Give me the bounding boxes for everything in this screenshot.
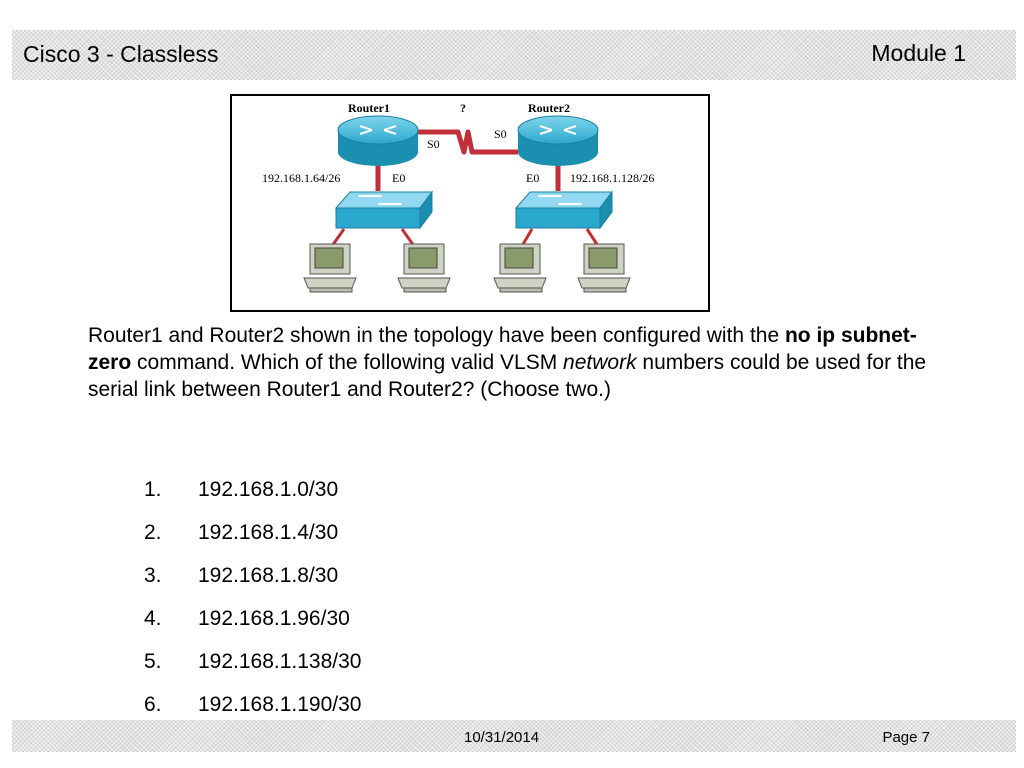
serial-link bbox=[414, 129, 518, 155]
router1-ethernet-label: E0 bbox=[392, 171, 405, 185]
pc-cable bbox=[520, 228, 534, 247]
router1-lan-label: 192.168.1.64/26 bbox=[262, 171, 340, 185]
switch1-icon bbox=[334, 190, 433, 230]
pc-cable bbox=[330, 228, 346, 247]
option-text: 192.168.1.190/30 bbox=[198, 693, 362, 716]
question-part: command. Which of the following valid VL… bbox=[131, 351, 564, 374]
router1-icon bbox=[337, 115, 419, 166]
answer-option[interactable]: 1. 192.168.1.0/30 bbox=[144, 475, 362, 518]
answer-option[interactable]: 4. 192.168.1.96/30 bbox=[144, 604, 362, 647]
pc-icon bbox=[397, 243, 451, 293]
answer-option[interactable]: 3. 192.168.1.8/30 bbox=[144, 561, 362, 604]
footer-date: 10/31/2014 bbox=[464, 729, 540, 746]
option-text: 192.168.1.8/30 bbox=[198, 564, 339, 587]
command-text: no ip subnet-zero bbox=[88, 324, 917, 374]
option-number: 6. bbox=[144, 693, 162, 716]
topology-svg: Router1 ? Router2 S0 S0 192.168.1.64/26 … bbox=[262, 101, 654, 293]
answer-options: 1. 192.168.1.0/30 2. 192.168.1.4/30 3. 192.… bbox=[144, 475, 362, 733]
header-bar: Cisco 3 - Classless Module 1 bbox=[12, 30, 1016, 80]
answer-option[interactable]: 2. 192.168.1.4/30 bbox=[144, 518, 362, 561]
option-text: 192.168.1.4/30 bbox=[198, 521, 339, 544]
router2-ethernet-label: E0 bbox=[526, 171, 539, 185]
network-topology-diagram: Router1 ? Router2 S0 S0 192.168.1.64/26 … bbox=[230, 94, 710, 312]
router2-icon bbox=[517, 115, 599, 166]
page-number: Page 7 bbox=[882, 729, 930, 746]
link-question-label: ? bbox=[460, 101, 466, 115]
option-text: 192.168.1.0/30 bbox=[198, 478, 339, 501]
option-number: 3. bbox=[144, 564, 162, 587]
router2-label: Router2 bbox=[528, 101, 570, 115]
option-number: 2. bbox=[144, 521, 162, 544]
footer-bar: 10/31/2014 Page 7 bbox=[12, 720, 1016, 752]
module-label: Module 1 bbox=[871, 40, 966, 66]
router2-lan-label: 192.168.1.128/26 bbox=[570, 171, 654, 185]
pc-icon bbox=[577, 243, 631, 293]
pc-cable bbox=[400, 228, 416, 247]
pc-icon bbox=[493, 243, 547, 293]
option-number: 5. bbox=[144, 650, 162, 673]
answer-option[interactable]: 6. 192.168.1.190/30 bbox=[144, 690, 362, 733]
option-text: 192.168.1.138/30 bbox=[198, 650, 362, 673]
question-part: numbers could be used for the serial lin… bbox=[88, 351, 927, 401]
option-number: 4. bbox=[144, 607, 162, 630]
answer-option[interactable]: 5. 192.168.1.138/30 bbox=[144, 647, 362, 690]
router1-label: Router1 bbox=[348, 101, 390, 115]
pc-cable bbox=[585, 228, 600, 247]
option-text: 192.168.1.96/30 bbox=[198, 607, 350, 630]
router2-serial-label: S0 bbox=[494, 127, 507, 141]
router1-serial-label: S0 bbox=[427, 137, 440, 151]
switch2-icon bbox=[514, 190, 613, 230]
emphasis-text: network bbox=[563, 351, 637, 374]
question-text: Router1 and Router2 shown in the topolog… bbox=[88, 322, 948, 403]
option-number: 1. bbox=[144, 478, 162, 501]
question-part: Router1 and Router2 shown in the topolog… bbox=[88, 324, 785, 347]
slide-title: Cisco 3 - Classless bbox=[23, 41, 219, 67]
pc-icon bbox=[303, 243, 357, 293]
